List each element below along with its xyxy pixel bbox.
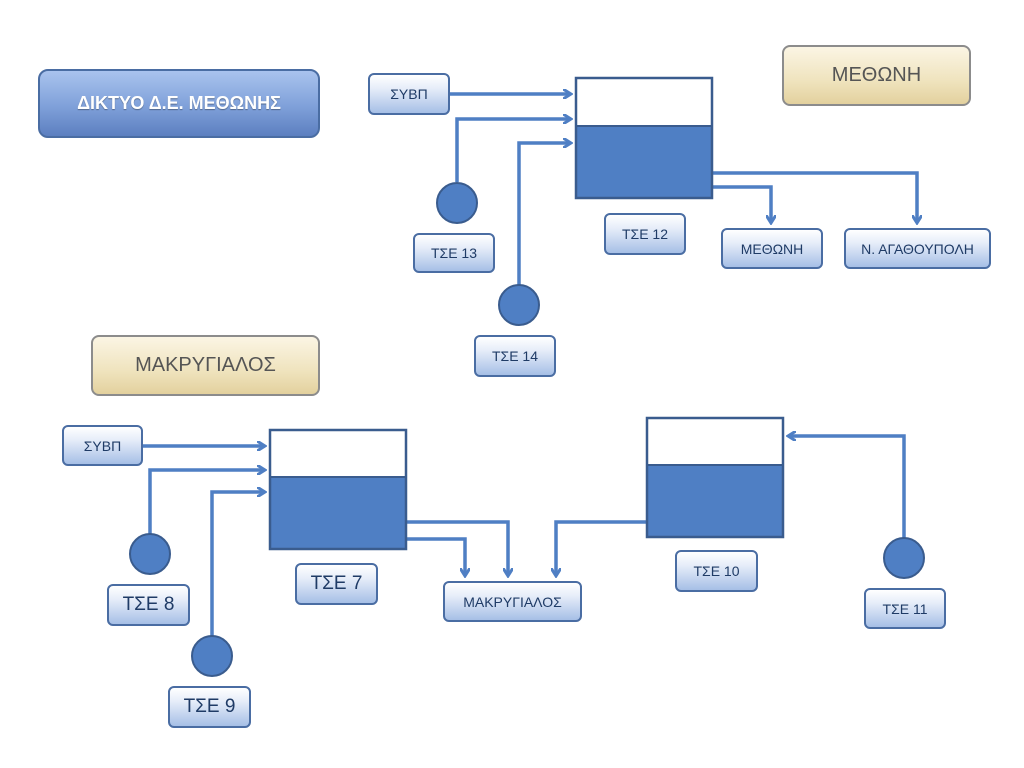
well-tse8-icon <box>129 533 171 575</box>
flow-tse8-to-tse7 <box>148 470 264 534</box>
well-label-tse9: ΤΣΕ 9 <box>168 686 251 728</box>
region-label-makrygialos: ΜΑΚΡΥΓΙΑΛΟΣ <box>91 335 320 396</box>
makrygialos-flows <box>143 436 906 636</box>
tank-tse10-water <box>647 465 783 537</box>
output-n-agathoupoli: Ν. ΑΓΑΘΟΥΠΟΛΗ <box>844 228 991 269</box>
well-tse14-icon <box>498 284 540 326</box>
tank-tse12-outline <box>574 76 714 200</box>
flow-tse11-to-tse10 <box>789 436 906 538</box>
flow-tse12-to-methoni <box>712 185 771 222</box>
tank-tse7-water <box>270 477 406 549</box>
flow-tse14-to-tse12 <box>517 143 570 285</box>
methoni-flows <box>450 94 917 285</box>
well-tse11-icon <box>883 537 925 579</box>
well-label-tse13: ΤΣΕ 13 <box>413 233 495 273</box>
tank-tse10-outline <box>645 416 785 539</box>
flow-tse9-to-tse7 <box>210 492 264 636</box>
tank-tse12 <box>574 76 714 200</box>
tank-tse7-outline <box>268 428 408 551</box>
source-syvp-makrygialos: ΣΥΒΠ <box>62 425 143 466</box>
tank-label-tse12: ΤΣΕ 12 <box>604 213 686 255</box>
flow-tse7-to-makrygialos-a <box>406 537 465 575</box>
tank-tse10 <box>645 416 785 539</box>
tank-tse12-water <box>576 126 712 198</box>
tank-label-tse7: ΤΣΕ 7 <box>295 563 378 605</box>
output-makrygialos: ΜΑΚΡΥΓΙΑΛΟΣ <box>443 581 582 622</box>
well-label-tse14: ΤΣΕ 14 <box>474 335 556 377</box>
flow-tse7-to-makrygialos-b <box>406 520 508 575</box>
tank-tse7 <box>268 428 408 551</box>
source-syvp-methoni: ΣΥΒΠ <box>368 73 450 115</box>
flow-tse10-to-makrygialos <box>556 520 647 575</box>
well-label-tse8: ΤΣΕ 8 <box>107 584 190 626</box>
region-label-methoni: ΜΕΘΩΝΗ <box>782 45 971 106</box>
output-methoni: ΜΕΘΩΝΗ <box>721 228 823 269</box>
diagram-title: ΔΙΚΤΥΟ Δ.Ε. ΜΕΘΩΝΗΣ <box>38 69 320 138</box>
well-tse9-icon <box>191 635 233 677</box>
well-tse13-icon <box>436 182 478 224</box>
flow-tse12-to-agathoupoli <box>712 171 917 222</box>
well-label-tse11: ΤΣΕ 11 <box>864 588 946 629</box>
flow-tse13-to-tse12 <box>455 119 570 182</box>
tank-label-tse10: ΤΣΕ 10 <box>675 550 758 592</box>
